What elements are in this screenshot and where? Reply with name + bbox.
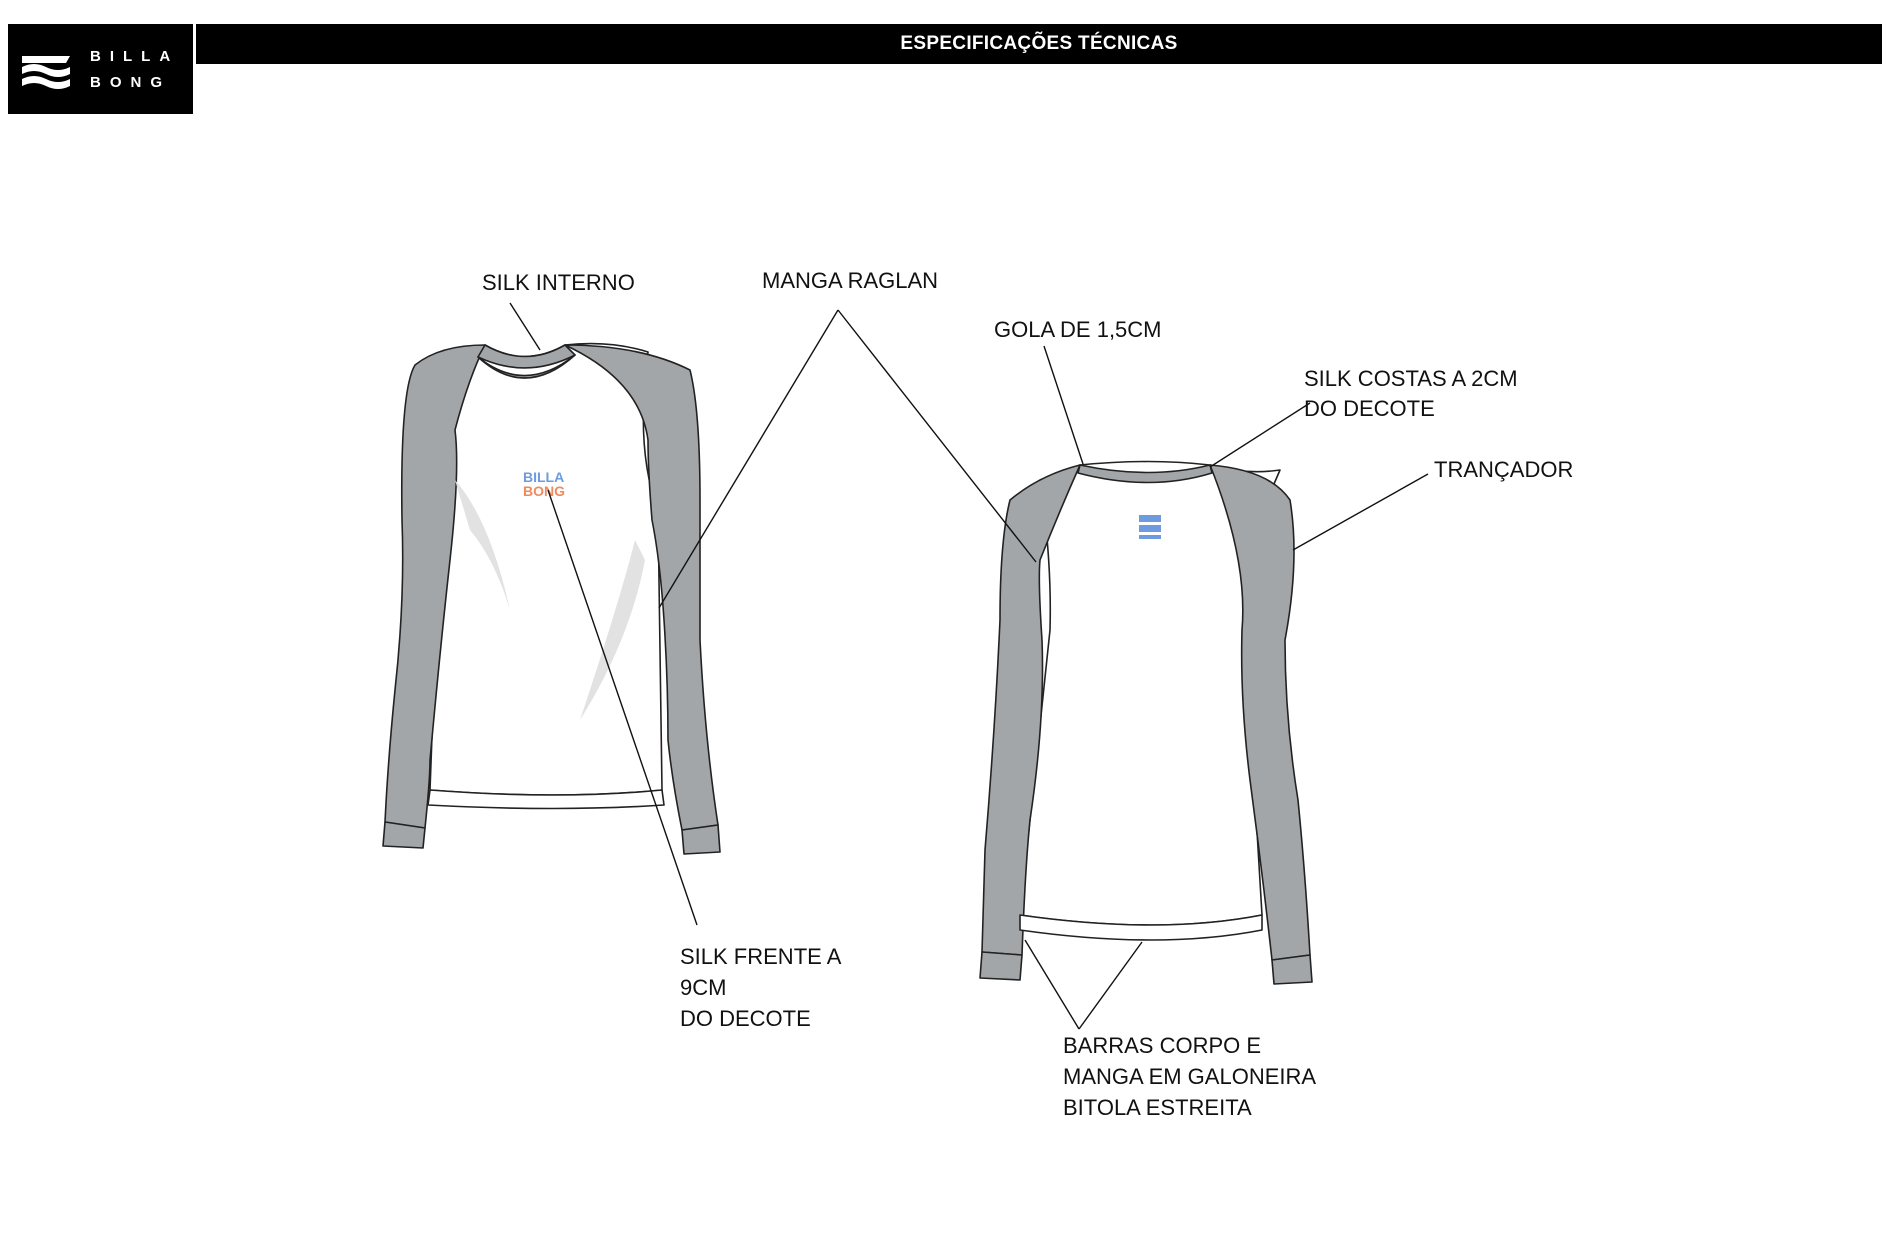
callout-manga-raglan: MANGA RAGLAN bbox=[762, 268, 938, 293]
callout-leaders bbox=[509, 302, 1429, 1030]
back-right-sleeve bbox=[1209, 464, 1311, 961]
back-view-shirt bbox=[979, 460, 1313, 985]
brand-logo: BILLA BONG bbox=[8, 24, 193, 114]
leader-silk-interno bbox=[509, 302, 541, 351]
callout-silk-costas-line2: DO DECOTE bbox=[1304, 396, 1435, 421]
callout-silk-interno: SILK INTERNO bbox=[482, 270, 635, 295]
leader-silk-costas bbox=[1209, 402, 1311, 468]
callout-silk-frente-line3: DO DECOTE bbox=[680, 1006, 811, 1031]
back-print-logo-icon bbox=[1139, 515, 1161, 539]
front-print-line2: BONG bbox=[523, 483, 565, 499]
callout-trancador: TRANÇADOR bbox=[1434, 457, 1573, 482]
leader-barras-right bbox=[1078, 941, 1143, 1030]
page-title: ESPECIFICAÇÕES TÉCNICAS bbox=[900, 33, 1178, 54]
front-right-sleeve bbox=[564, 344, 719, 831]
callout-silk-frente-line1: SILK FRENTE A bbox=[680, 944, 842, 969]
callout-barras-line2: MANGA EM GALONEIRA bbox=[1063, 1064, 1316, 1089]
callout-silk-frente-line2: 9CM bbox=[680, 975, 726, 1000]
callout-silk-costas-line1: SILK COSTAS A 2CM bbox=[1304, 366, 1518, 391]
callout-barras-line1: BARRAS CORPO E bbox=[1063, 1033, 1261, 1058]
leader-silk-frente bbox=[547, 489, 698, 926]
back-left-cuff bbox=[979, 951, 1023, 981]
back-right-cuff bbox=[1271, 954, 1313, 985]
back-hem-band bbox=[1019, 914, 1263, 941]
leader-gola bbox=[1043, 345, 1084, 465]
header-bar: ESPECIFICAÇÕES TÉCNICAS bbox=[196, 24, 1882, 64]
front-view-shirt bbox=[382, 342, 721, 855]
front-drape-left bbox=[455, 480, 510, 610]
back-left-sleeve bbox=[981, 464, 1081, 956]
leader-trancador bbox=[1292, 473, 1429, 551]
front-neck-opening bbox=[477, 354, 576, 377]
billabong-wave-icon bbox=[22, 56, 70, 89]
callout-gola: GOLA DE 1,5CM bbox=[994, 317, 1162, 342]
front-hem-band bbox=[427, 789, 665, 810]
logo-text-line1: BILLA bbox=[90, 48, 180, 65]
front-print-line1: BILLA bbox=[523, 469, 564, 485]
callout-barras-line3: BITOLA ESTREITA bbox=[1063, 1095, 1252, 1120]
leader-manga-raglan-back bbox=[837, 309, 1037, 563]
leader-manga-raglan-front bbox=[658, 309, 839, 609]
leader-barras-left bbox=[1024, 939, 1080, 1030]
front-right-cuff bbox=[681, 824, 721, 855]
front-drape-right bbox=[580, 540, 645, 720]
front-body bbox=[429, 342, 663, 796]
logo-text-line2: BONG bbox=[90, 74, 171, 91]
front-left-cuff bbox=[382, 821, 426, 849]
back-collar bbox=[1077, 464, 1213, 484]
